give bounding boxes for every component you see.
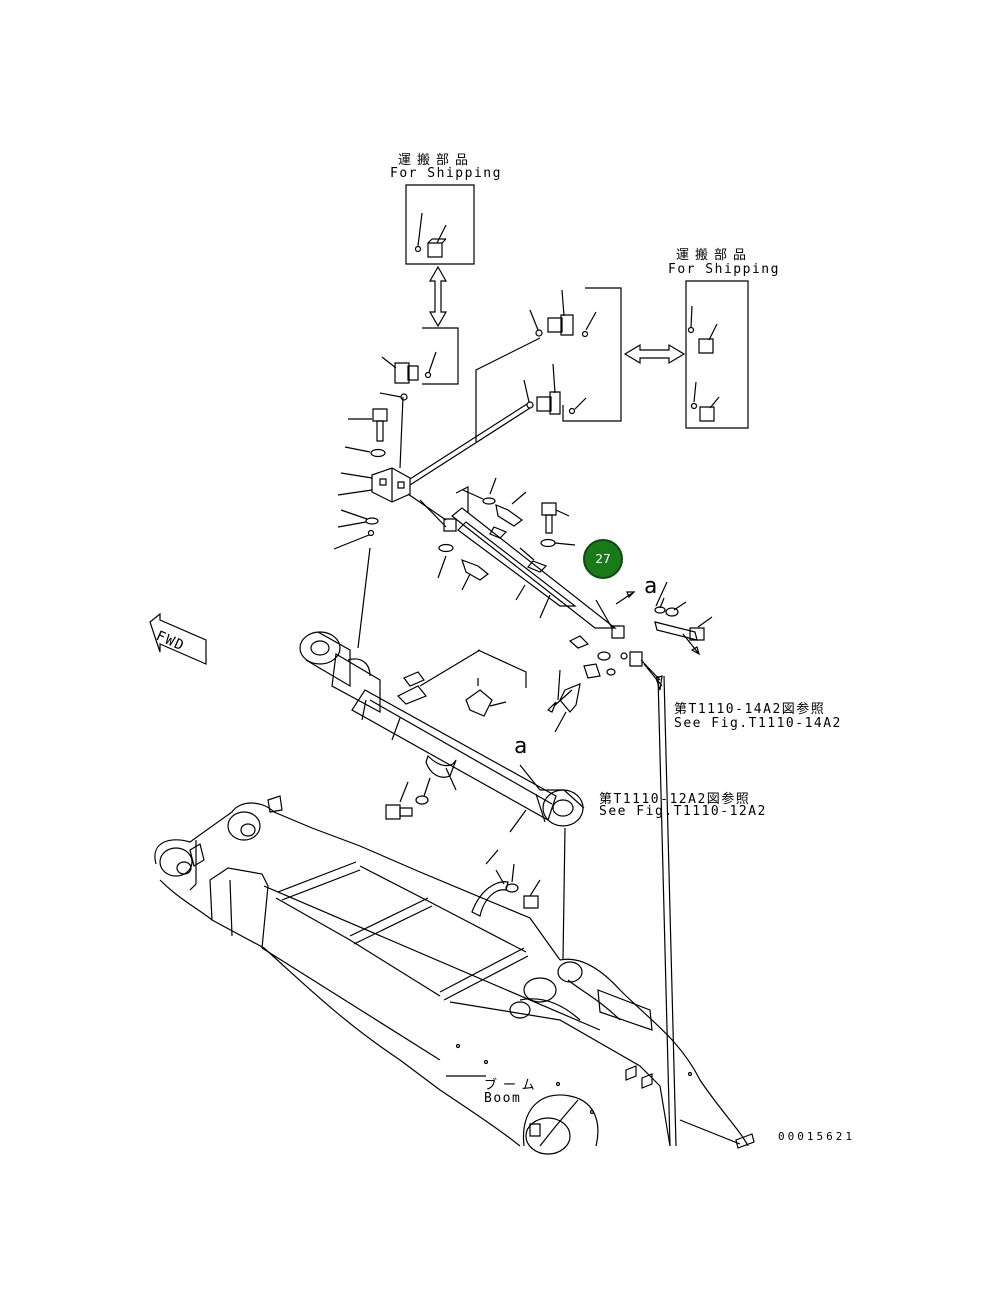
pipe-upper — [410, 338, 540, 485]
clamp-set-center — [548, 636, 676, 1146]
bolt-set-left — [345, 409, 387, 457]
boom-label-en: Boom — [484, 1091, 522, 1106]
reference-12a2-en: See Fig.T1110-12A2 — [599, 804, 767, 819]
fittings-upper-right — [524, 290, 573, 414]
bolt-set-center — [438, 478, 575, 590]
marker-a-cylinder: a — [514, 734, 528, 759]
pipe-assembly — [408, 494, 624, 638]
shipping-box-lower — [422, 328, 458, 384]
double-arrow-vertical-icon — [430, 267, 446, 326]
shipping-box-top — [406, 185, 474, 264]
shipping-box-inner-right — [563, 288, 621, 421]
clamp-lower-center — [472, 850, 540, 916]
illustration-code: 00015621 — [778, 1130, 855, 1143]
shipping-label-top-jp: 運搬部品 — [398, 153, 475, 168]
double-arrow-horizontal-icon — [625, 345, 684, 363]
shipping-label-right-jp: 運搬部品 — [676, 248, 753, 263]
elbow-fitting — [380, 357, 418, 400]
shipping-label-top-en: For Shipping — [390, 166, 502, 181]
boom-structure — [155, 796, 800, 1154]
washers-left — [334, 510, 378, 549]
boom-label-jp: ブーム — [484, 1078, 541, 1093]
reference-14a2-jp: 第T1110-14A2図参照 — [674, 702, 826, 717]
reference-14a2-en: See Fig.T1110-14A2 — [674, 716, 842, 731]
part-callout-27[interactable]: 27 — [583, 539, 623, 579]
shipping-box-right — [686, 281, 748, 428]
manifold-block — [338, 397, 410, 502]
boom-cylinder — [300, 548, 584, 960]
reference-12a2-jp: 第T1110-12A2図参照 — [599, 792, 751, 807]
marker-a-right: a — [644, 574, 658, 599]
shipping-label-right-en: For Shipping — [668, 262, 780, 277]
fwd-arrow-icon — [150, 614, 206, 664]
bolt-set-right — [616, 582, 712, 654]
clamp-lower-left — [386, 756, 456, 819]
